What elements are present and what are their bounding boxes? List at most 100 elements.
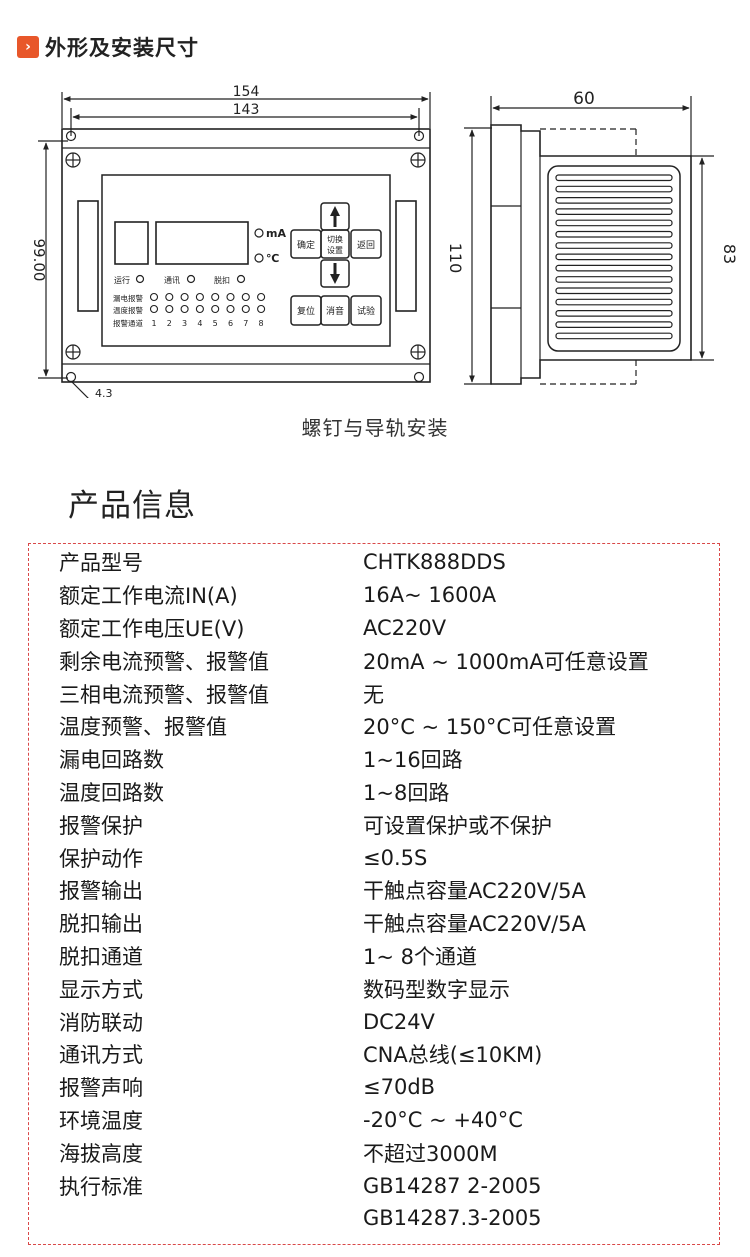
label-trip: 脱扣 — [214, 275, 230, 285]
heat-sink-fin — [555, 298, 673, 306]
led-indicator — [180, 304, 189, 314]
info-row: 保护动作≤0.5S — [59, 841, 703, 874]
channel-number: 3 — [182, 319, 187, 328]
info-value: 1~8回路 — [363, 780, 450, 805]
channel-number: 5 — [213, 319, 218, 328]
info-key: 海拔高度 — [59, 1141, 143, 1166]
info-key: 显示方式 — [59, 977, 143, 1002]
info-value: 1~16回路 — [363, 748, 463, 773]
info-key: 脱扣通道 — [59, 944, 143, 969]
channel-number: 6 — [228, 319, 233, 328]
led-indicator — [257, 304, 266, 314]
info-value: CNA总线(≤10KM) — [363, 1043, 543, 1068]
channel-number: 4 — [197, 319, 202, 328]
heat-sink-fin — [555, 310, 673, 317]
button-switch-line2: 设置 — [327, 245, 343, 255]
channel-number: 8 — [259, 319, 264, 328]
info-key: 额定工作电压UE(V) — [59, 616, 245, 641]
dim-hole: 4.3 — [95, 387, 113, 398]
led-indicator — [165, 304, 174, 314]
info-row: 环境温度 -20°C ~ +40°C — [59, 1104, 703, 1137]
info-key: 产品型号 — [59, 551, 143, 576]
channel-number: 1 — [151, 319, 156, 328]
heat-sink-fin — [555, 321, 673, 328]
heat-sink-fins — [555, 174, 673, 340]
section-title: 外形及安装尺寸 — [45, 36, 199, 60]
info-key: 环境温度 — [59, 1108, 143, 1133]
info-value: ≤0.5S — [363, 845, 428, 870]
led-indicator — [226, 292, 235, 302]
dim-depth: 60 — [573, 89, 595, 109]
channel-number: 7 — [243, 319, 248, 328]
led-indicator — [149, 304, 159, 314]
heat-sink-fin — [555, 219, 673, 227]
info-key: 通讯方式 — [59, 1043, 143, 1068]
button-reset: 复位 — [297, 305, 315, 317]
info-value: 1~ 8个通道 — [363, 944, 477, 969]
button-mute: 消音 — [326, 305, 344, 317]
info-value: ≤70dB — [363, 1075, 436, 1100]
info-value: GB14287 2-2005 — [363, 1173, 542, 1198]
info-value: 20mA ~ 1000mA可任意设置 — [363, 649, 649, 674]
info-row: 报警输出干触点容量AC220V/5A — [59, 874, 703, 907]
info-value: 16A~ 1600A — [363, 583, 497, 608]
info-value: 干触点容量AC220V/5A — [363, 912, 586, 937]
info-key: 脱扣输出 — [59, 912, 143, 937]
dim-width-outer: 154 — [233, 84, 260, 100]
heat-sink-fin — [555, 174, 673, 182]
row-label-leak: 漏电报警 — [113, 293, 143, 303]
info-row: 执行标准 GB14287 2-2005 — [59, 1169, 703, 1202]
info-key: 额定工作电流IN(A) — [59, 584, 238, 609]
led-indicator — [241, 304, 250, 314]
indicator-temp-label: ℃ — [266, 252, 279, 265]
info-key: 剩余电流预警、报警值 — [59, 649, 269, 674]
led-indicator — [241, 292, 250, 302]
dimension-drawing: 154 143 99.00 4.3 mA ℃ 确定 切换 设置 返回 复位 消音… — [30, 84, 739, 398]
indicator-ma-label: mA — [266, 227, 286, 240]
led-indicator — [195, 292, 204, 302]
info-value: CHTK888DDS — [363, 550, 506, 575]
info-row: 漏电回路数 1~16回路 — [59, 743, 703, 776]
info-value: 可设置保护或不保护 — [363, 813, 552, 838]
led-indicator — [226, 304, 235, 314]
heat-sink-fin — [555, 287, 673, 295]
heat-sink-fin — [555, 253, 673, 261]
info-row: 剩余电流预警、报警值 20mA ~ 1000mA可任意设置 — [59, 644, 703, 677]
product-info-box: 产品型号 CHTK888DDS 额定工作电流IN(A) 16A~ 1600A 额定工作电… — [28, 543, 720, 1245]
section-header: › 外形及安装尺寸 — [17, 30, 199, 64]
info-key — [59, 1202, 363, 1235]
led-indicator — [257, 292, 266, 302]
heat-sink-fin — [555, 230, 673, 238]
info-title: 产品信息 — [68, 488, 196, 524]
info-value: 不超过3000M — [363, 1141, 498, 1166]
info-row: 脱扣输出 干触点容量AC220V/5A — [59, 907, 703, 940]
heat-sink-fin — [555, 264, 673, 272]
product-info-table: 产品型号 CHTK888DDS 额定工作电流IN(A) 16A~ 1600A 额定工作电… — [59, 546, 703, 1235]
heat-sink-fin — [555, 276, 673, 283]
button-switch-line1: 切换 — [327, 234, 343, 244]
channel-number: 2 — [167, 319, 172, 328]
led-indicator — [211, 304, 220, 314]
info-row: 产品型号 CHTK888DDS — [59, 546, 703, 579]
led-indicator — [211, 292, 220, 302]
info-key: 执行标准 — [59, 1174, 143, 1199]
info-key: 三相电流预警、报警值 — [59, 682, 269, 707]
info-value: 干触点容量AC220V/5A — [363, 879, 586, 904]
info-key: 温度预警、报警值 — [59, 715, 227, 740]
info-row: 脱扣通道 1~ 8个通道 — [59, 940, 703, 973]
led-indicator — [195, 304, 204, 314]
label-run: 运行 — [114, 275, 130, 285]
info-key: 漏电回路数 — [59, 748, 164, 773]
info-row: 显示方式数码型数字显示 — [59, 972, 703, 1005]
heat-sink-fin — [555, 196, 673, 204]
drawing-caption: 螺钉与导轨安装 — [301, 416, 449, 440]
dim-height-body: 83 — [720, 244, 739, 264]
info-value: -20°C ~ +40°C — [363, 1107, 523, 1132]
info-row: 报警声响≤70dB — [59, 1071, 703, 1104]
info-key: 报警保护 — [59, 813, 143, 838]
info-key: 消防联动 — [59, 1010, 143, 1035]
button-confirm: 确定 — [297, 239, 315, 251]
